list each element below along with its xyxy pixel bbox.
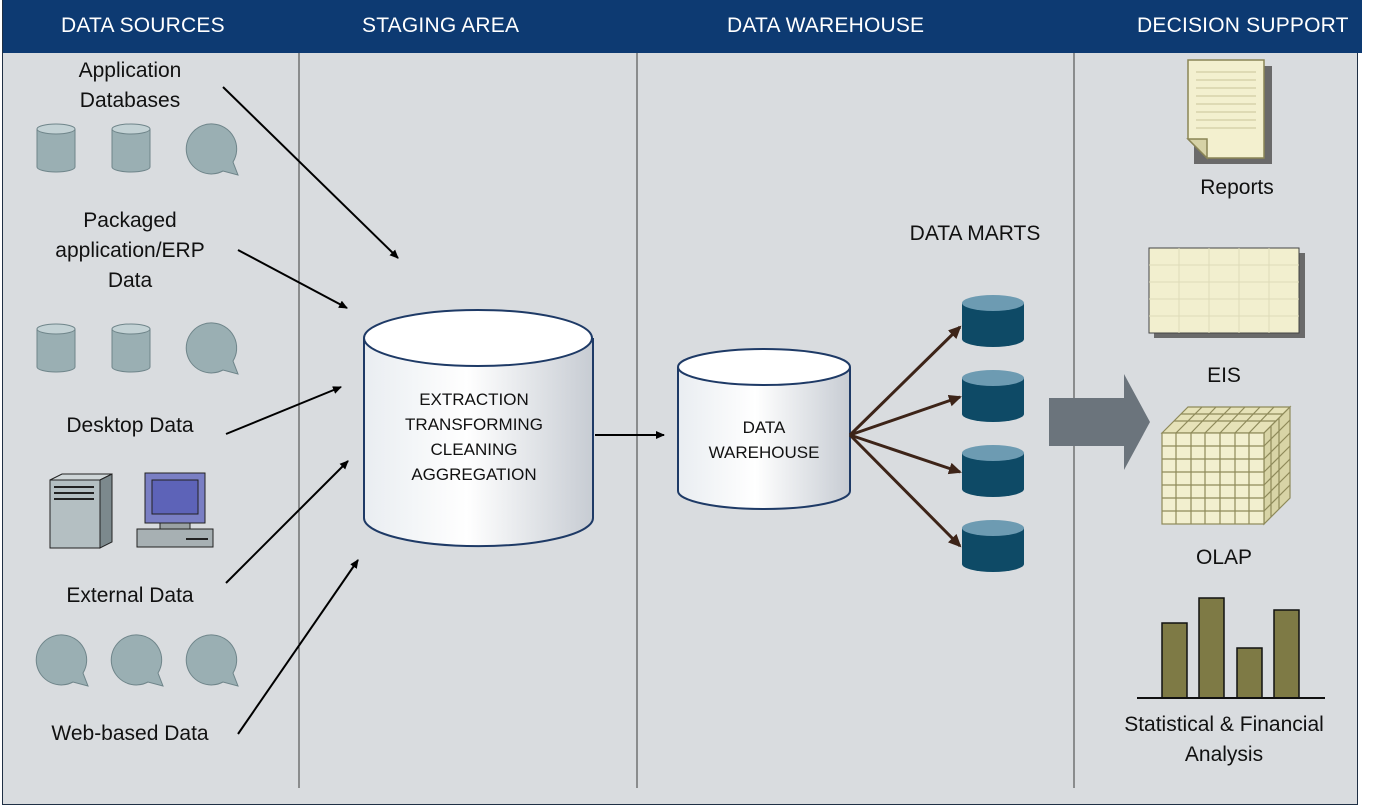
database-icon xyxy=(36,123,76,173)
source-arrows xyxy=(222,86,399,735)
database-icon xyxy=(111,323,151,373)
desktop-computer-icon xyxy=(136,472,214,548)
eis-grid-icon xyxy=(1148,247,1305,338)
staging-cylinder-text: EXTRACTION TRANSFORMING CLEANING AGGREGA… xyxy=(405,390,543,484)
database-icon xyxy=(111,123,151,173)
report-document-icon xyxy=(1186,59,1272,164)
label-application-databases: Application Databases xyxy=(78,59,182,112)
bar-chart-icon xyxy=(1137,597,1325,699)
server-tower-icon xyxy=(49,473,113,549)
packaged-erp-icons xyxy=(36,322,239,375)
speech-bubble-icon xyxy=(185,634,239,687)
warehouse-cylinder xyxy=(677,348,851,510)
speech-bubble-icon xyxy=(185,123,239,176)
header-data-sources: DATA SOURCES xyxy=(61,14,225,37)
label-web-based-data: Web-based Data xyxy=(51,722,209,745)
header-data-warehouse: DATA WAREHOUSE xyxy=(727,14,925,37)
data-marts xyxy=(962,295,1024,572)
decision-arrow xyxy=(1049,374,1150,470)
label-external-data: External Data xyxy=(66,584,194,607)
label-olap: OLAP xyxy=(1195,546,1253,569)
external-data-icons xyxy=(35,634,239,687)
application-db-icons xyxy=(36,123,239,176)
data-mart-icon xyxy=(962,370,1024,422)
data-mart-icon xyxy=(962,295,1024,347)
label-data-marts: DATA MARTS xyxy=(909,222,1041,245)
data-mart-icon xyxy=(962,520,1024,572)
speech-bubble-icon xyxy=(110,634,164,687)
label-statistical-financial: Statistical & Financial Analysis xyxy=(1124,713,1324,766)
warehouse-cylinder-text: DATA WAREHOUSE xyxy=(708,418,820,462)
label-eis: EIS xyxy=(1207,364,1241,387)
label-packaged-erp: Packaged application/ERP Data xyxy=(55,209,205,292)
label-reports: Reports xyxy=(1200,176,1274,199)
speech-bubble-icon xyxy=(185,322,239,375)
mart-arrows xyxy=(848,325,962,548)
data-mart-icon xyxy=(962,445,1024,497)
olap-cube-icon xyxy=(1160,405,1292,526)
header-bar: DATA SOURCES STAGING AREA DATA WAREHOUSE… xyxy=(3,0,1362,53)
speech-bubble-icon xyxy=(35,634,89,687)
header-decision-support: DECISION SUPPORT xyxy=(1137,14,1349,37)
staging-cylinder xyxy=(363,309,594,548)
label-desktop-data: Desktop Data xyxy=(66,414,194,437)
database-icon xyxy=(36,323,76,373)
header-staging-area: STAGING AREA xyxy=(362,14,520,37)
